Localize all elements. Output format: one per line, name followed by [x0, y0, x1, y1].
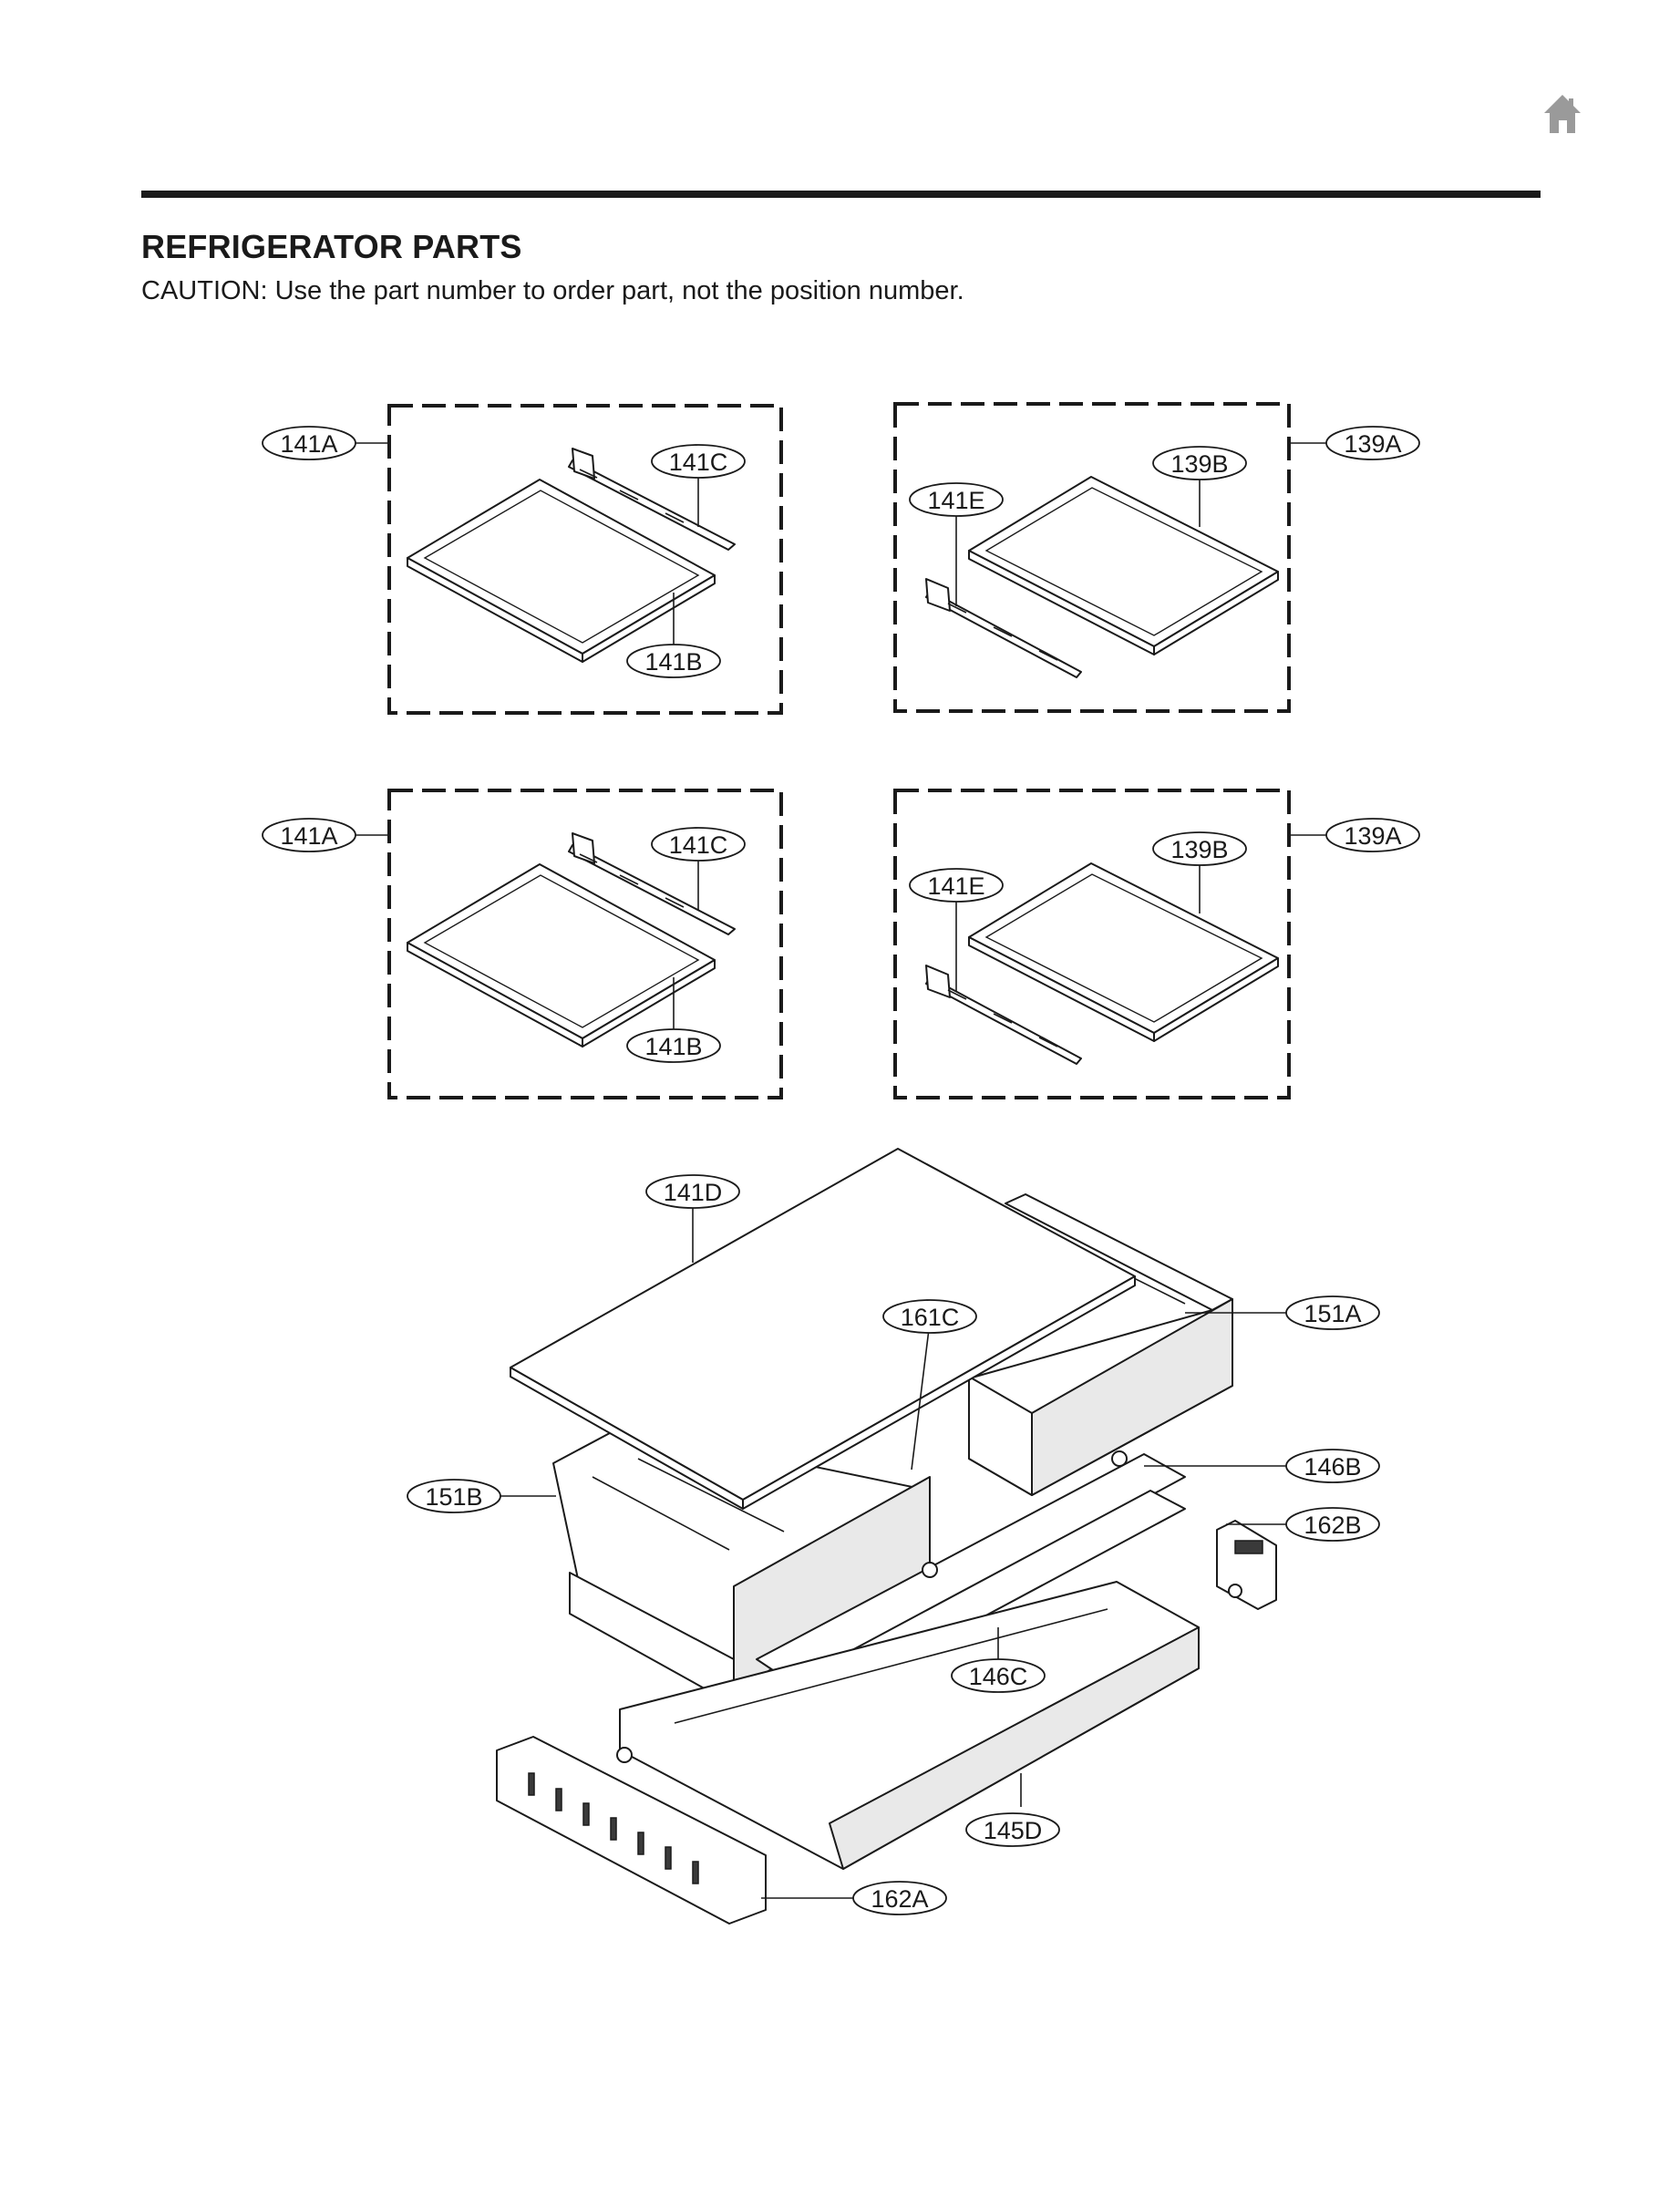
leader-lines — [356, 442, 1326, 1899]
callout-label: 141C — [669, 831, 728, 859]
shelf-rail-141C — [568, 459, 736, 551]
shelf-glass-141B — [407, 863, 716, 1039]
callout-139A-panel-4[interactable]: 139A — [1325, 818, 1420, 852]
callout-162A[interactable]: 162A — [852, 1881, 947, 1915]
callout-label: 146B — [1304, 1453, 1361, 1481]
dashed-group-box — [387, 404, 783, 715]
callout-label: 146C — [969, 1663, 1028, 1690]
crisper-assembly — [496, 1148, 1277, 1925]
callout-label: 162B — [1304, 1512, 1361, 1539]
callout-label: 141A — [280, 822, 337, 850]
header-rule — [141, 191, 1541, 198]
callout-141A-panel-1[interactable]: 141A — [262, 426, 356, 460]
home-icon — [1544, 95, 1581, 133]
callout-139B-panel-4[interactable]: 139B — [1152, 831, 1247, 866]
callout-label: 161C — [901, 1304, 960, 1331]
callout-141A-panel-3[interactable]: 141A — [262, 818, 356, 852]
callout-139A-panel-2[interactable]: 139A — [1325, 426, 1420, 460]
shelf-glass-139B — [968, 862, 1279, 1034]
callout-139B-panel-2[interactable]: 139B — [1152, 446, 1247, 480]
dashed-group-box — [893, 789, 1291, 1099]
callout-label: 141E — [927, 487, 984, 514]
callout-141B-panel-1[interactable]: 141B — [626, 644, 721, 678]
callout-141D[interactable]: 141D — [645, 1174, 740, 1209]
callout-146B[interactable]: 146B — [1285, 1449, 1380, 1483]
callout-141C-panel-1[interactable]: 141C — [651, 444, 746, 479]
shelf-glass-141B — [407, 479, 716, 655]
callout-label: 145D — [984, 1817, 1043, 1844]
caution-note: CAUTION: Use the part number to order pa… — [141, 276, 964, 305]
callout-label: 141B — [644, 648, 702, 676]
callout-label: 141D — [664, 1179, 723, 1206]
home-button[interactable] — [1541, 91, 1584, 137]
callout-145D[interactable]: 145D — [965, 1812, 1060, 1847]
shelf-assembly-panel-1 — [387, 404, 783, 715]
callout-label: 139B — [1170, 836, 1228, 863]
bracket-teeth — [528, 1772, 699, 1884]
callout-141E-panel-4[interactable]: 141E — [909, 868, 1004, 903]
callout-label: 141E — [927, 872, 984, 900]
shelf-assembly-panel-2 — [893, 402, 1291, 713]
dashed-group-box — [387, 789, 783, 1099]
callout-146C[interactable]: 146C — [951, 1658, 1046, 1693]
dashed-group-box — [893, 402, 1291, 713]
callout-label: 139B — [1170, 450, 1228, 478]
shelf-glass-139B — [968, 476, 1279, 647]
callout-141E-panel-2[interactable]: 141E — [909, 482, 1004, 517]
callout-141C-panel-3[interactable]: 141C — [651, 827, 746, 862]
callout-151A[interactable]: 151A — [1285, 1295, 1380, 1330]
callout-151B[interactable]: 151B — [407, 1479, 501, 1513]
callout-label: 139A — [1344, 822, 1401, 850]
page-title: REFRIGERATOR PARTS — [141, 228, 522, 265]
shelf-assembly-panel-4 — [893, 789, 1291, 1099]
callout-label: 151A — [1304, 1300, 1361, 1327]
callout-label: 162A — [871, 1885, 928, 1913]
callout-label: 139A — [1344, 430, 1401, 458]
callout-161C[interactable]: 161C — [882, 1299, 977, 1334]
callout-label: 151B — [425, 1483, 482, 1511]
callout-label: 141B — [644, 1033, 702, 1060]
callout-label: 141A — [280, 430, 337, 458]
callout-162B[interactable]: 162B — [1285, 1507, 1380, 1542]
control-module-162B — [1216, 1520, 1277, 1610]
callout-label: 141C — [669, 449, 728, 476]
shelf-assembly-panel-3 — [387, 789, 783, 1099]
callout-141B-panel-3[interactable]: 141B — [626, 1028, 721, 1063]
shelf-rail-141C — [568, 844, 736, 935]
